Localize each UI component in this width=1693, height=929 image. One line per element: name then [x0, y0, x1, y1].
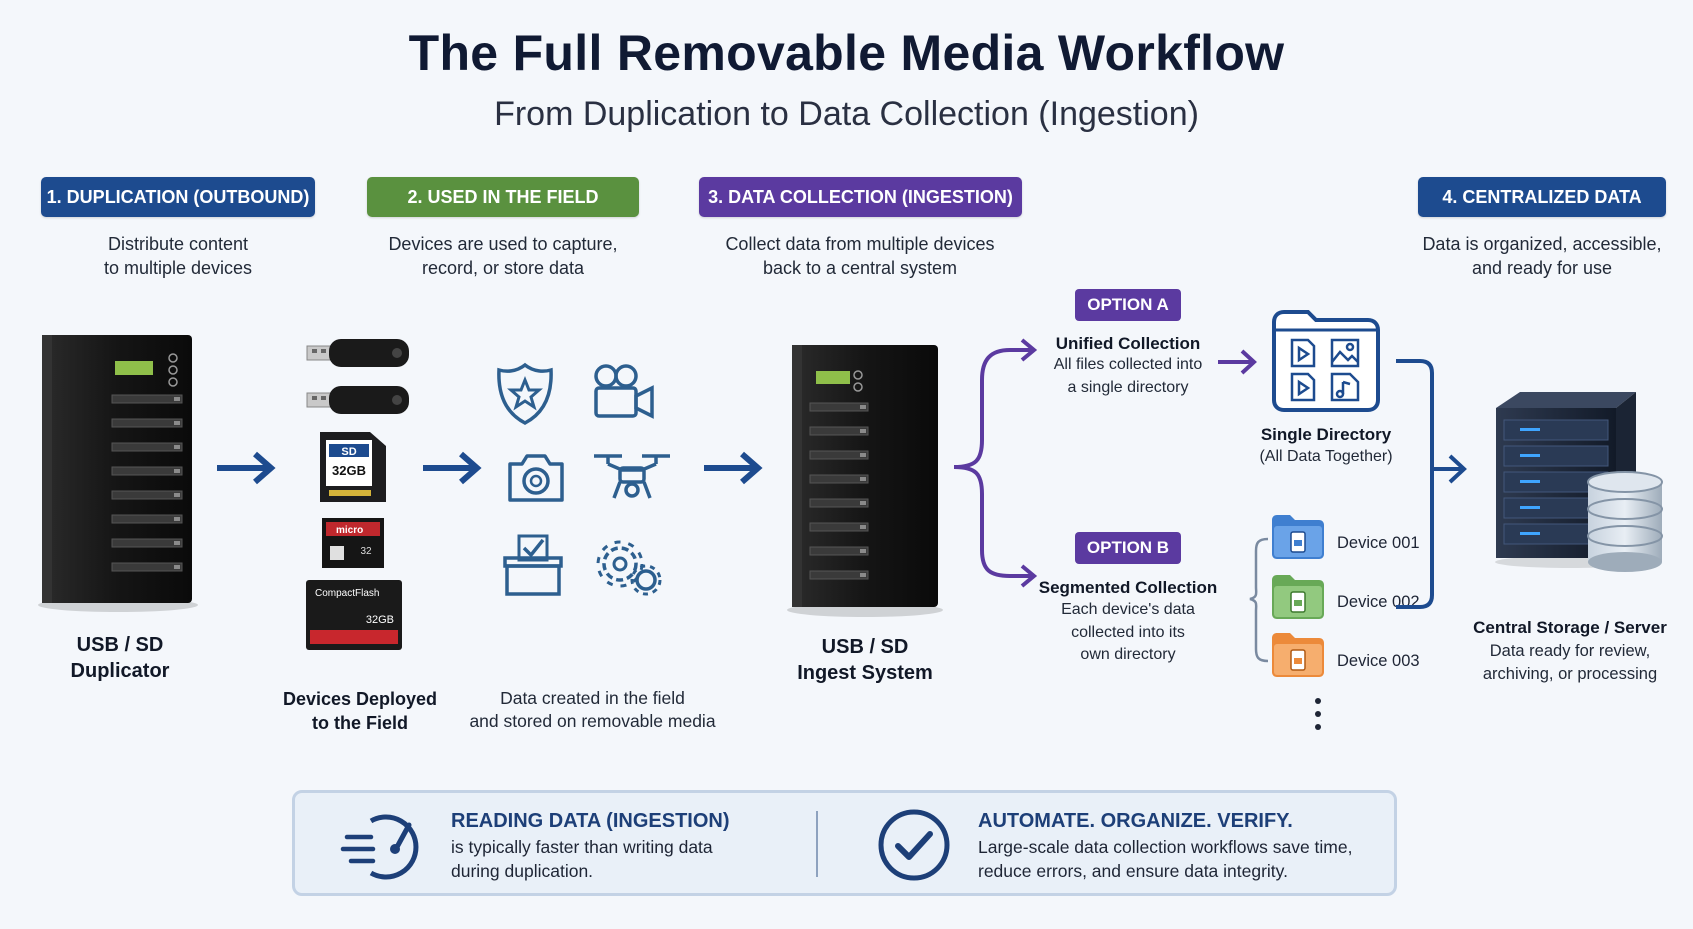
device-folder-label: Device 001	[1337, 534, 1420, 552]
speedometer-icon	[340, 814, 419, 880]
branch-connector	[953, 338, 1038, 588]
device-folders-bracket	[1249, 537, 1269, 663]
page-title: The Full Removable Media Workflow	[408, 25, 1285, 81]
device-folder-label: Device 003	[1337, 652, 1420, 670]
video-camera-icon	[594, 364, 654, 419]
info-left-title: READING DATA (INGESTION)	[451, 810, 730, 832]
stage-desc-field: Devices are used to capture,record, or s…	[388, 234, 618, 278]
single-directory-subtitle: (All Data Together)	[1259, 448, 1393, 465]
stage-desc-centralized: Data is organized, accessible,and ready …	[1422, 234, 1662, 278]
option-a-badge: OPTION A	[1075, 289, 1181, 321]
sd-card-brand: SD	[341, 446, 356, 458]
camera-icon	[508, 454, 564, 502]
info-banner: READING DATA (INGESTION) is typically fa…	[292, 790, 1397, 896]
stage-label-ingestion: 3. DATA COLLECTION (INGESTION)	[699, 177, 1022, 217]
single-directory-title: Single Directory	[1260, 425, 1392, 444]
option-b-title: Segmented Collection	[1038, 578, 1218, 597]
stage-label-duplication: 1. DUPLICATION (OUTBOUND)	[41, 177, 315, 217]
micro-sd-capacity: 32	[360, 546, 372, 557]
option-b-badge: OPTION B	[1075, 532, 1181, 564]
stage-label-field: 2. USED IN THE FIELD	[367, 177, 639, 217]
micro-sd-brand: micro	[336, 525, 363, 536]
gear-icon	[596, 540, 662, 596]
server-database-icon	[1495, 392, 1663, 572]
micro-sd-icon: micro 32	[322, 518, 384, 568]
device-folder-icon	[1272, 633, 1324, 677]
central-storage-title: Central Storage / Server	[1473, 618, 1667, 637]
ingest-tower-icon	[787, 345, 943, 617]
device-folder-icon	[1272, 575, 1324, 619]
stage-label-centralized: 4. CENTRALIZED DATA	[1418, 177, 1666, 217]
police-badge-icon	[497, 362, 553, 425]
ballot-box-icon	[503, 534, 563, 596]
duplicator-tower-icon	[38, 335, 198, 612]
drone-icon	[594, 454, 670, 499]
device-folder-icon	[1272, 515, 1324, 559]
sd-card-icon: SD 32GB	[320, 432, 386, 502]
central-storage-desc: Data ready for review,archiving, or proc…	[1482, 642, 1658, 683]
sd-card-capacity: 32GB	[332, 463, 366, 478]
usb-drive-icon	[306, 339, 409, 367]
merge-connector	[1396, 359, 1467, 609]
arrow-right-icon	[704, 451, 763, 485]
compact-flash-icon: CompactFlash 32GB	[306, 580, 402, 650]
cf-card-capacity: 32GB	[366, 614, 394, 626]
cf-card-brand: CompactFlash	[315, 588, 379, 599]
more-devices-icon	[1315, 698, 1321, 730]
checkmark-circle-icon	[878, 809, 950, 881]
option-a-title: Unified Collection	[1055, 334, 1201, 353]
info-right-text: Large-scale data collection workflows sa…	[978, 837, 1353, 881]
info-right-title: AUTOMATE. ORGANIZE. VERIFY.	[978, 810, 1293, 832]
folder-icon	[1272, 310, 1380, 412]
info-divider	[816, 811, 818, 877]
arrow-right-icon	[423, 451, 482, 485]
page-subtitle: From Duplication to Data Collection (Ing…	[494, 95, 1199, 133]
usb-drive-icon	[306, 386, 409, 414]
arrow-right-icon	[217, 451, 276, 485]
arrow-right-icon	[1218, 349, 1257, 375]
